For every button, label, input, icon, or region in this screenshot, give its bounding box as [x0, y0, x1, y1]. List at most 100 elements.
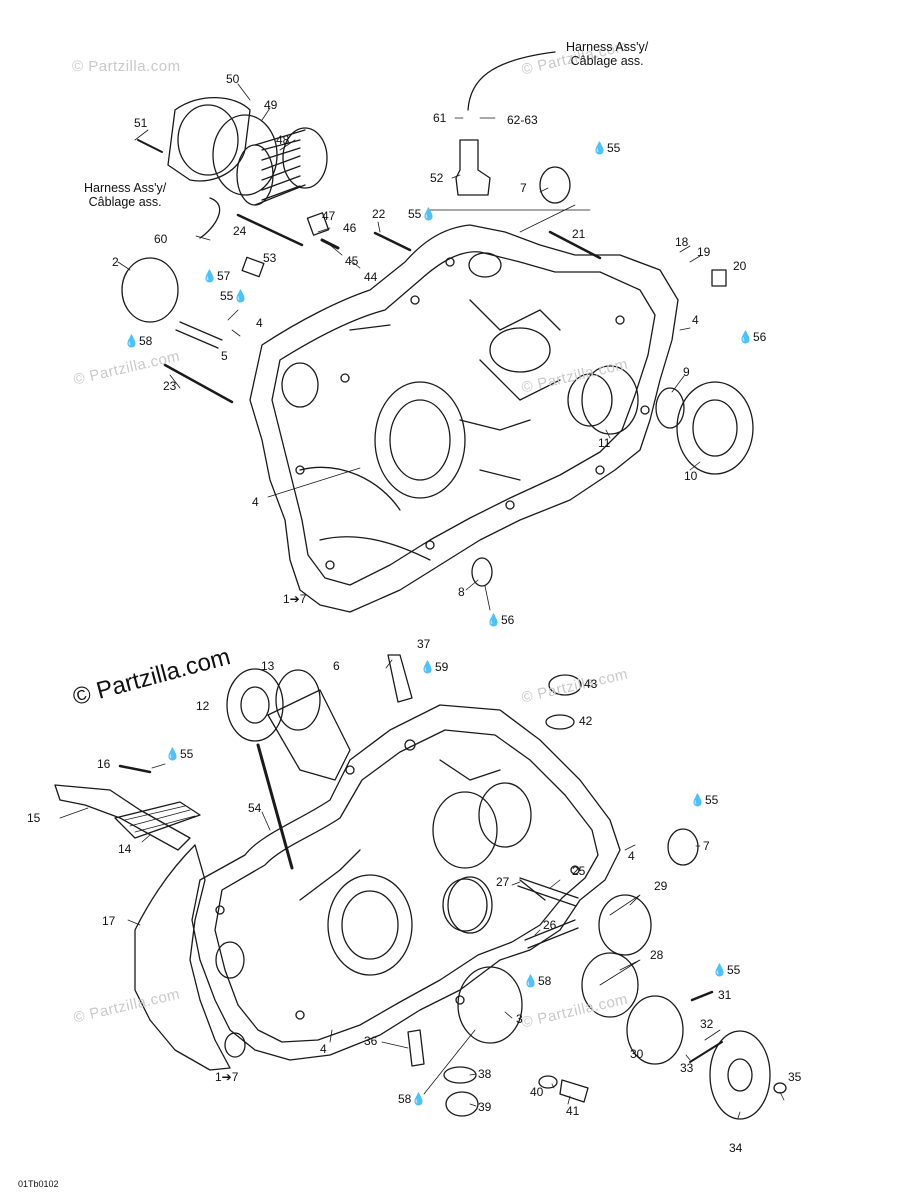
- gasket-17: [134, 844, 231, 1071]
- callout-55-d: 💧55: [165, 748, 193, 761]
- callout-56-b: 💧56: [486, 614, 514, 627]
- callout-29: 29: [654, 879, 668, 893]
- bolt-16: [118, 764, 152, 774]
- harness-line1: Harness Ass'y/: [84, 181, 167, 195]
- callout-text: 56: [500, 613, 515, 627]
- oil-drop-icon: 💧: [411, 1092, 427, 1106]
- callout-14: 14: [118, 842, 132, 856]
- callout-10: 10: [684, 469, 698, 483]
- callout-8: 8: [458, 585, 465, 599]
- callout-40: 40: [530, 1085, 544, 1099]
- callout-37: 37: [417, 637, 431, 651]
- callout-15: 15: [27, 811, 41, 825]
- oil-drop-icon: 💧: [165, 747, 180, 761]
- gear-34: [709, 1030, 771, 1120]
- callout-51: 51: [134, 116, 148, 130]
- oil-drop-icon: 💧: [124, 334, 139, 348]
- callout-20: 20: [733, 259, 747, 273]
- callout-2: 2: [112, 255, 119, 269]
- harness-label-top: Harness Ass'y/ Câblage ass.: [566, 40, 648, 68]
- callout-27: 27: [496, 875, 510, 889]
- plug-39: [445, 1091, 479, 1117]
- callout-19: 19: [697, 245, 711, 259]
- bolt-23: [163, 363, 234, 404]
- top-crankcase: [249, 224, 679, 613]
- callout-text: 58: [138, 334, 153, 348]
- cover-27: [442, 878, 488, 932]
- callout-text: 55: [726, 963, 741, 977]
- callout-26: 26: [543, 918, 557, 932]
- part-47: [306, 212, 330, 236]
- watermark-1: © Partzilla.com: [72, 58, 181, 75]
- harness-line2: Câblage ass.: [88, 195, 162, 209]
- callout-52: 52: [430, 171, 444, 185]
- callout-43: 43: [584, 677, 598, 691]
- callout-36: 36: [364, 1034, 378, 1048]
- callout-7-bottom: 7: [703, 839, 710, 853]
- callout-4-a: 4: [256, 316, 263, 330]
- harness-line2: Câblage ass.: [570, 54, 644, 68]
- plug-43: [548, 674, 582, 696]
- callout-58-a: 💧58: [523, 975, 551, 988]
- callout-57: 💧57: [202, 270, 230, 283]
- callout-range-top: 1➔7: [283, 592, 307, 606]
- stud-54: [256, 743, 294, 870]
- washer-40: [538, 1075, 558, 1089]
- callout-17: 17: [102, 914, 116, 928]
- oil-drop-icon: 💧: [202, 269, 217, 283]
- callout-range-bottom: 1➔7: [215, 1070, 239, 1084]
- callout-39: 39: [478, 1100, 492, 1114]
- cover-30: [626, 995, 684, 1065]
- oil-drop-icon: 💧: [421, 207, 437, 221]
- plate-15: [54, 784, 191, 851]
- oil-drop-icon: 💧: [592, 141, 607, 155]
- harness-line1: Harness Ass'y/: [566, 40, 649, 54]
- oil-drop-icon: 💧: [523, 974, 538, 988]
- callout-55-a: 55💧: [220, 290, 248, 303]
- oil-drop-icon: 💧: [712, 963, 727, 977]
- callout-32: 32: [700, 1017, 714, 1031]
- oil-drop-icon: 💧: [738, 330, 753, 344]
- callout-28: 28: [650, 948, 664, 962]
- sensor-53: [241, 256, 265, 278]
- callout-54: 54: [248, 801, 262, 815]
- callout-41: 41: [566, 1104, 580, 1118]
- bolt-22: [373, 231, 412, 252]
- callout-55-c: 💧55: [592, 142, 620, 155]
- callout-58: 💧58: [124, 335, 152, 348]
- shaft-25: [517, 877, 579, 907]
- callout-22: 22: [372, 207, 386, 221]
- seal-9: [655, 387, 685, 429]
- callout-9: 9: [683, 365, 690, 379]
- callout-38: 38: [478, 1067, 492, 1081]
- callout-21: 21: [572, 227, 586, 241]
- bearing-2: [121, 257, 179, 323]
- callout-18: 18: [675, 235, 689, 249]
- callout-58-b: 58💧: [398, 1093, 426, 1106]
- bolt-24: [236, 213, 304, 247]
- callout-13: 13: [261, 659, 275, 673]
- callout-text: 56: [752, 330, 767, 344]
- callout-3: 3: [516, 1012, 523, 1026]
- callout-60: 60: [154, 232, 168, 246]
- pressure-switch-52: [455, 139, 491, 196]
- callout-35: 35: [788, 1070, 802, 1084]
- callout-62-63: 62-63: [507, 113, 538, 127]
- fitting-37: [387, 654, 413, 703]
- callout-50: 50: [226, 72, 240, 86]
- callout-text: 55: [606, 141, 621, 155]
- fitting-36: [407, 1029, 425, 1067]
- callout-59: 💧59: [420, 661, 448, 674]
- callout-53: 53: [263, 251, 277, 265]
- callout-55-e: 💧55: [690, 794, 718, 807]
- callout-text: 55: [408, 207, 422, 221]
- callout-6: 6: [333, 659, 340, 673]
- callout-4-c: 4: [692, 313, 699, 327]
- callout-text: 59: [434, 660, 449, 674]
- callout-24: 24: [233, 224, 247, 238]
- callout-23: 23: [163, 379, 177, 393]
- pin-35: [773, 1082, 787, 1094]
- dowel-5: [175, 321, 223, 349]
- callout-4-d: 4: [628, 849, 635, 863]
- callout-55-b: 55💧: [408, 208, 436, 221]
